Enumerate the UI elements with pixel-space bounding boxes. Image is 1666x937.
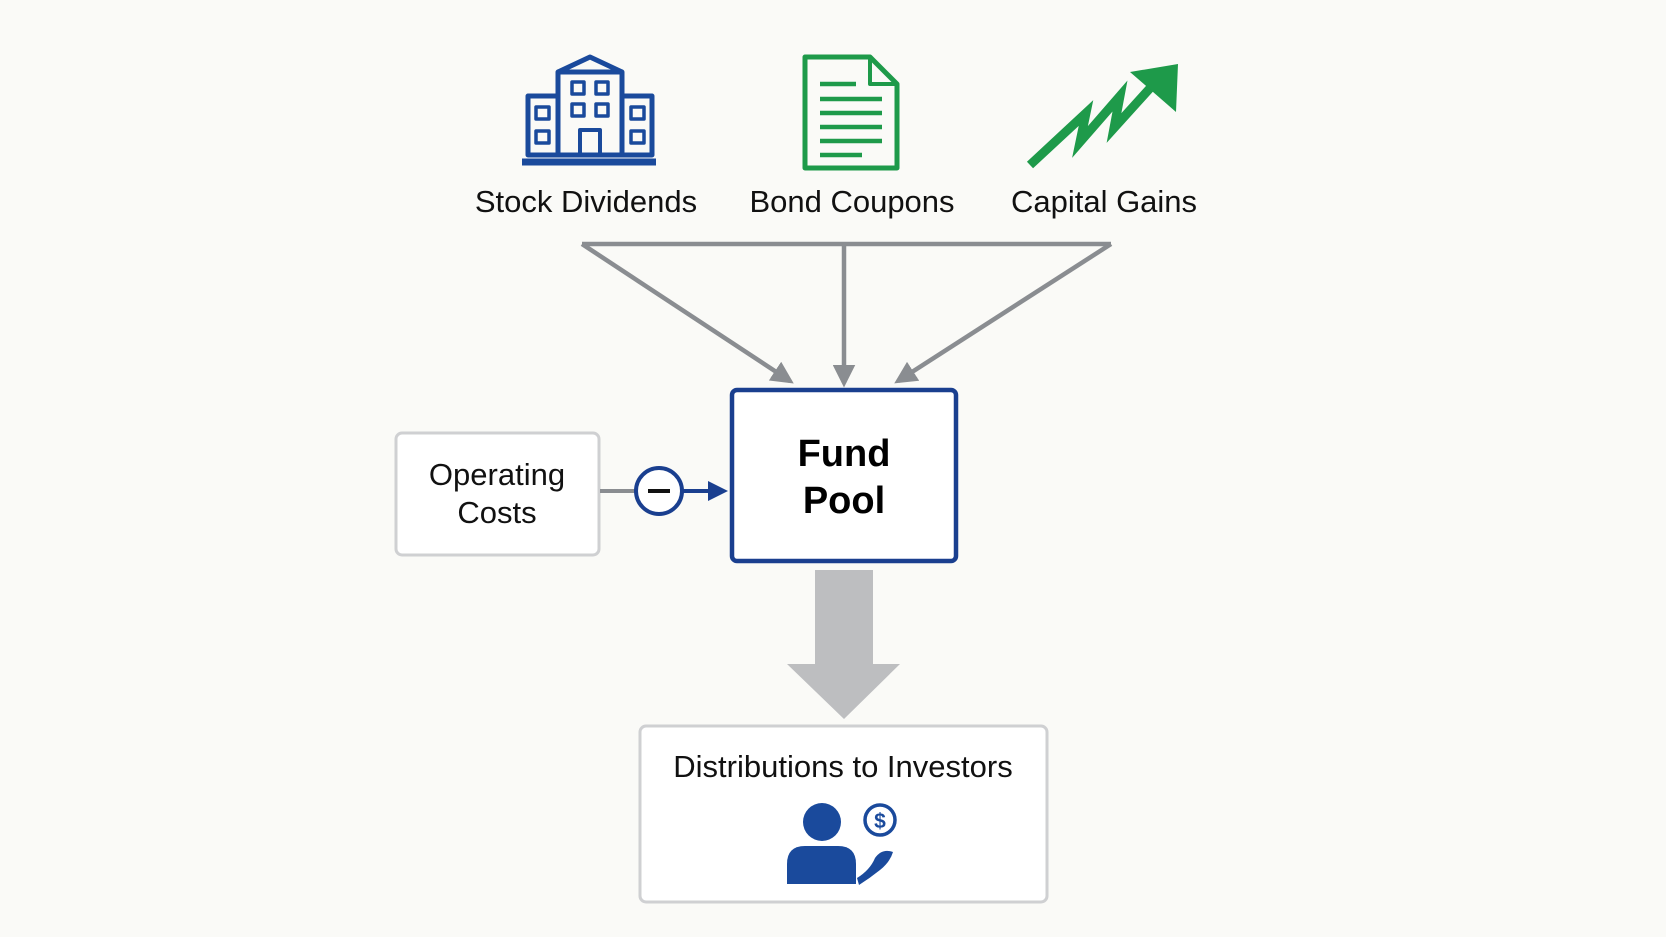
source-bond-coupons: Bond Coupons [749,54,955,219]
investor-dollar-icon: $ [787,803,897,885]
distribution-down-arrow [787,570,900,719]
source-label-capital-gains: Capital Gains [1011,184,1197,219]
building-icon [522,54,656,166]
costs-connector [600,466,728,516]
source-capital-gains: Capital Gains [1011,64,1197,219]
svg-text:$: $ [874,810,886,833]
fund-pool-label-line1: Fund [798,433,891,475]
source-label-stock-dividends: Stock Dividends [475,184,697,219]
operating-costs-label-line2: Costs [457,495,536,530]
source-stock-dividends: Stock Dividends [475,54,697,219]
source-connectors [580,241,1113,388]
fund-pool-label-line2: Pool [803,480,885,522]
connector-gains-to-pool [894,242,1113,384]
operating-costs-label-line1: Operating [429,457,565,492]
minus-circle-icon [634,466,684,516]
trend-up-arrow-icon [1026,64,1178,169]
distributions-box: Distributions to Investors $ [638,724,1049,904]
operating-costs-box: Operating Costs [394,431,601,557]
connector-stock-to-pool [580,242,794,384]
source-label-bond-coupons: Bond Coupons [749,184,954,219]
fund-pool-box: Fund Pool [729,387,959,564]
document-icon [802,54,900,171]
distributions-label: Distributions to Investors [673,749,1012,784]
